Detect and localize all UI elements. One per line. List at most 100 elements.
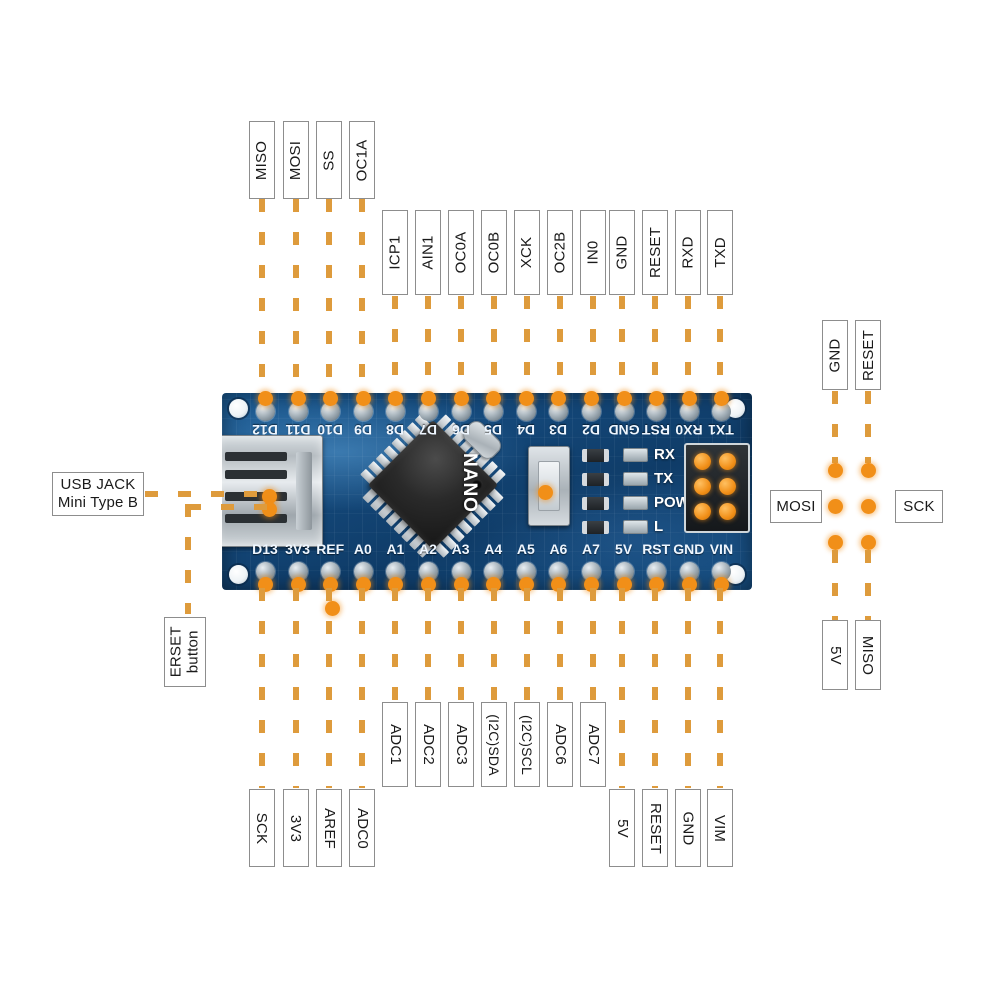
silk-top-d2: D2 bbox=[582, 422, 600, 438]
label-text: TXD bbox=[711, 237, 729, 268]
pin-dot-top bbox=[518, 391, 534, 406]
silk-bottom-a0: A0 bbox=[353, 541, 372, 557]
icsp-pin[interactable] bbox=[694, 503, 711, 520]
header-pad-top[interactable] bbox=[256, 402, 275, 421]
label-text: SCK bbox=[253, 812, 271, 844]
pin-dot-bottom bbox=[486, 577, 502, 592]
connector-in0 bbox=[590, 296, 596, 394]
header-pad-bottom[interactable] bbox=[321, 562, 341, 581]
pin-dot-top bbox=[290, 391, 306, 406]
label-text: MOSI bbox=[776, 497, 816, 515]
header-pad-bottom[interactable] bbox=[386, 562, 406, 581]
icsp-header[interactable] bbox=[684, 443, 750, 533]
connector-gnd-bottom bbox=[685, 588, 691, 788]
header-pad-top[interactable] bbox=[516, 402, 536, 421]
label-i2c-sda: (I2C)SDA bbox=[481, 702, 507, 787]
pin-dot-top bbox=[453, 391, 469, 406]
header-pad-bottom[interactable] bbox=[614, 562, 634, 581]
led-label-rx: RX bbox=[654, 446, 675, 463]
icsp-dot-reset[interactable] bbox=[861, 463, 876, 478]
header-pad-top[interactable] bbox=[484, 402, 504, 421]
header-pad-top[interactable] bbox=[647, 402, 667, 421]
connector-sck-bottom bbox=[259, 588, 265, 788]
header-pad-bottom[interactable] bbox=[288, 562, 308, 581]
icsp-pin[interactable] bbox=[719, 453, 736, 470]
icsp-dot-miso[interactable] bbox=[861, 535, 876, 550]
label-reset-top: RESET bbox=[642, 210, 668, 295]
icsp-pin[interactable] bbox=[694, 453, 711, 470]
header-pad-top[interactable] bbox=[614, 402, 634, 421]
silk-top-rx0: RX0 bbox=[675, 422, 703, 438]
icsp-dot-5v[interactable] bbox=[828, 535, 843, 550]
label-text: OC1A bbox=[353, 139, 371, 181]
header-pad-top[interactable] bbox=[679, 402, 699, 421]
header-pad-top[interactable] bbox=[321, 402, 341, 421]
header-pad-bottom[interactable] bbox=[419, 562, 438, 581]
header-pad-top[interactable] bbox=[451, 402, 471, 421]
silk-top-d7: D7 bbox=[419, 422, 437, 438]
connector-adc6 bbox=[557, 588, 563, 701]
silk-bottom-gnd: GND bbox=[673, 541, 705, 557]
icsp-pin[interactable] bbox=[719, 478, 736, 495]
connector-oc0b bbox=[491, 296, 497, 394]
header-pad-top[interactable] bbox=[549, 402, 569, 421]
icsp-dot-gnd[interactable] bbox=[828, 463, 843, 478]
icsp-dot-sck[interactable] bbox=[861, 499, 876, 514]
pin-dot-top bbox=[616, 391, 632, 406]
header-pad-bottom[interactable] bbox=[451, 562, 471, 581]
header-pad-top[interactable] bbox=[353, 402, 373, 421]
header-pad-bottom[interactable] bbox=[256, 562, 275, 581]
header-pad-top[interactable] bbox=[288, 402, 308, 421]
label-icsp-reset: RESET bbox=[855, 320, 881, 390]
connector-icsp-miso bbox=[865, 550, 871, 620]
header-pad-top[interactable] bbox=[386, 402, 406, 421]
header-pad-bottom[interactable] bbox=[679, 562, 699, 581]
label-in0: IN0 bbox=[580, 210, 606, 295]
led-l bbox=[623, 520, 648, 534]
header-pad-bottom[interactable] bbox=[484, 562, 504, 581]
icsp-pin[interactable] bbox=[694, 478, 711, 495]
pin-dot-bottom bbox=[421, 577, 436, 592]
label-ss-top: SS bbox=[316, 121, 342, 199]
connector-adc0-bottom bbox=[359, 588, 365, 788]
label-text: RESET bbox=[646, 802, 664, 854]
header-pad-bottom[interactable] bbox=[353, 562, 373, 581]
header-pad-top[interactable] bbox=[712, 402, 732, 421]
label-icsp-mosi: MOSI bbox=[770, 490, 822, 523]
header-pad-top[interactable] bbox=[582, 402, 601, 421]
header-pad-bottom[interactable] bbox=[549, 562, 569, 581]
label-xck: XCK bbox=[514, 210, 540, 295]
connector-5v-bottom bbox=[619, 588, 625, 788]
label-rxd: RXD bbox=[675, 210, 701, 295]
label-text: GND bbox=[826, 338, 844, 372]
icsp-pin[interactable] bbox=[719, 503, 736, 520]
header-pad-top[interactable] bbox=[419, 402, 438, 421]
header-pad-bottom[interactable] bbox=[647, 562, 667, 581]
connector-sda bbox=[491, 588, 497, 701]
silk-bottom-d13: D13 bbox=[252, 541, 278, 557]
label-text: OC0A bbox=[452, 231, 470, 274]
label-text: MISO bbox=[859, 635, 877, 675]
erset-line1: ERSET bbox=[167, 626, 185, 678]
label-adc2: ADC2 bbox=[415, 702, 441, 787]
pin-dot-bottom bbox=[518, 577, 534, 592]
connector-icsp-gnd bbox=[832, 391, 838, 463]
header-pad-bottom[interactable] bbox=[712, 562, 732, 581]
header-pad-bottom[interactable] bbox=[516, 562, 536, 581]
led-pow bbox=[623, 496, 648, 510]
pin-dot-bottom bbox=[453, 577, 469, 592]
label-text: MISO bbox=[253, 140, 271, 180]
connector-icsp-5v bbox=[832, 550, 838, 620]
icsp-dot-mosi[interactable] bbox=[828, 499, 843, 514]
silk-top-tx1: TX1 bbox=[708, 422, 735, 438]
connector-adc7 bbox=[590, 588, 596, 701]
smd-resistor bbox=[582, 449, 609, 462]
pin-dot-top bbox=[258, 391, 273, 406]
silk-bottom-a5: A5 bbox=[516, 541, 535, 557]
mounting-hole bbox=[229, 565, 248, 584]
label-text: (I2C)SDA bbox=[486, 713, 502, 776]
label-text: OC2B bbox=[551, 231, 569, 274]
header-pad-bottom[interactable] bbox=[582, 562, 601, 581]
